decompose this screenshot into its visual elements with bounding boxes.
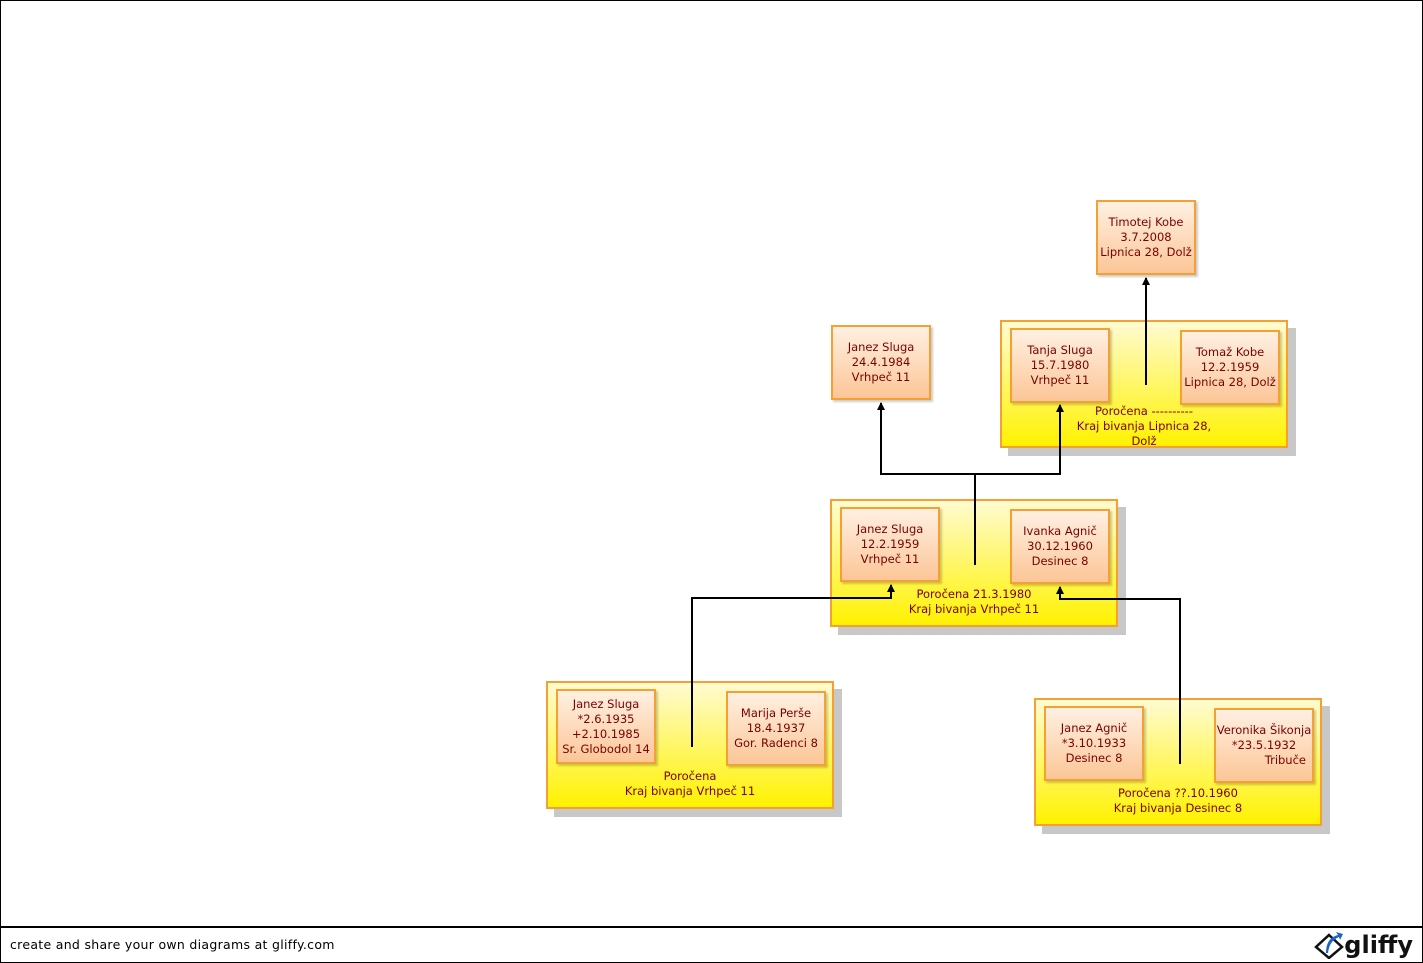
text: Dolž: [1131, 434, 1157, 448]
text: 12.2.1959: [860, 537, 920, 551]
text: Lipnica 28, Dolž: [1100, 245, 1192, 259]
text: Sr. Globodol 14: [562, 741, 650, 756]
text: Janez Sluga: [572, 696, 640, 711]
gliffy-logo-text: gliffy: [1344, 931, 1413, 959]
text: 15.7.1980: [1030, 358, 1090, 372]
text: Desinec 8: [1031, 554, 1089, 568]
text: Kraj bivanja Lipnica 28,: [1076, 419, 1212, 433]
couple-note-c4: Poročena ----------Kraj bivanja Lipnica …: [1002, 404, 1286, 449]
text: Tribuče: [1264, 753, 1306, 767]
text: *3.10.1933: [1061, 736, 1127, 750]
text: Poročena 21.3.1980: [916, 587, 1032, 601]
text: Kraj bivanja Desinec 8: [1113, 801, 1243, 815]
footer-link[interactable]: create and share your own diagrams at gl…: [10, 937, 335, 952]
text: Janez Sluga: [856, 522, 924, 536]
text: Tanja Sluga: [1027, 343, 1093, 357]
text: Gor. Radenci 8: [734, 736, 818, 750]
text: *2.6.1935: [577, 711, 635, 726]
text: *23.5.1932: [1231, 738, 1297, 752]
text: Vrhpeč 11: [851, 370, 911, 384]
text: Marija Perše: [740, 706, 812, 720]
text: +2.10.1985: [571, 726, 641, 741]
text: Timotej Kobe: [1108, 215, 1184, 229]
text: 24.4.1984: [851, 355, 911, 369]
footer: create and share your own diagrams at gl…: [0, 926, 1423, 963]
text: Janez Sluga: [847, 340, 915, 354]
text: Kraj bivanja Vrhpeč 11: [624, 784, 756, 798]
text: Poročena: [663, 769, 717, 783]
text: 30.12.1960: [1027, 539, 1093, 553]
text: Vrhpeč 11: [860, 552, 920, 566]
text: Janez Agnič: [1060, 721, 1128, 735]
text: Kraj bivanja Vrhpeč 11: [908, 602, 1040, 616]
text: Ivanka Agnič: [1023, 524, 1097, 538]
text: 3.7.2008: [1120, 230, 1172, 244]
text: Tomaž Kobe: [1195, 345, 1265, 359]
text: Lipnica 28, Dolž: [1184, 375, 1276, 389]
text: Poročena ----------: [1095, 404, 1193, 418]
text: 12.2.1959: [1200, 360, 1260, 374]
text: Poročena ??.10.1960: [1118, 786, 1238, 800]
gliffy-logo-icon: [1314, 932, 1345, 959]
gliffy-logo[interactable]: gliffy: [1314, 931, 1413, 959]
text: Desinec 8: [1065, 751, 1123, 765]
text: Veronika Šikonja: [1216, 723, 1312, 737]
text: Vrhpeč 11: [1030, 373, 1090, 387]
text: 18.4.1937: [746, 721, 806, 735]
